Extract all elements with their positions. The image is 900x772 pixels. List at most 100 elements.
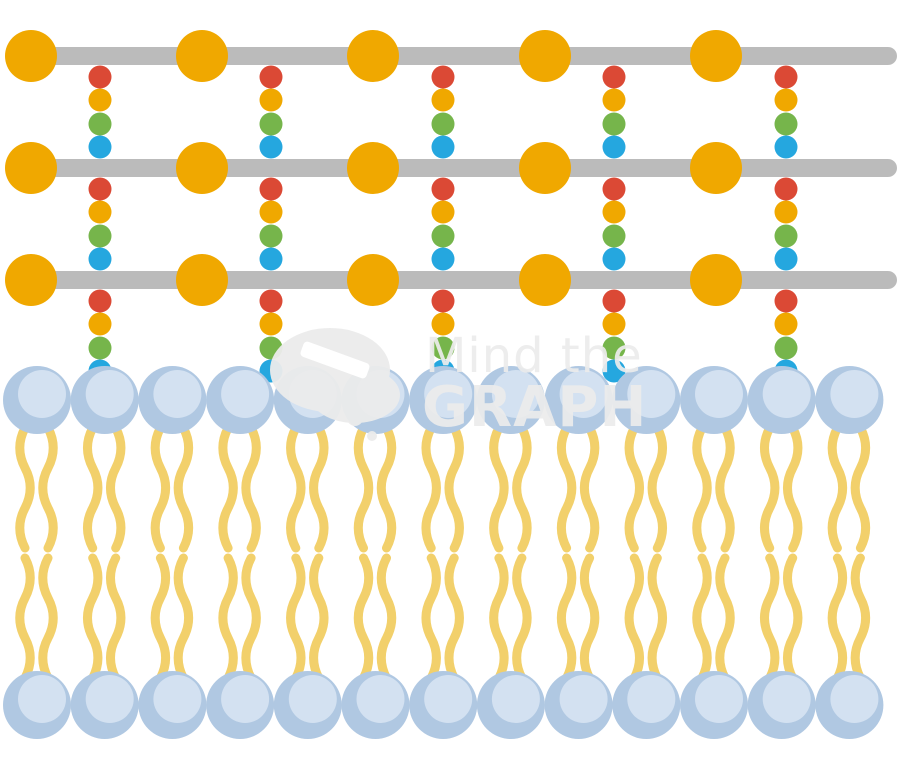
lipid-tail (692, 553, 712, 683)
lipid-tail (105, 423, 126, 553)
lipid-tail (286, 553, 306, 683)
lipid-tail (692, 423, 712, 553)
bead (431, 65, 455, 89)
bead (602, 65, 626, 89)
bead (259, 112, 283, 136)
bead (259, 224, 283, 248)
lipid-tail (309, 423, 329, 553)
lipid-tail (827, 423, 848, 553)
lipid-tail (150, 423, 171, 553)
lipid-tail (759, 423, 780, 553)
lipid-tail (353, 553, 374, 683)
lipid-tail (150, 553, 171, 683)
bead (602, 200, 626, 224)
lipid-tail (444, 553, 464, 683)
bead (602, 247, 626, 271)
bead (774, 224, 798, 248)
bead (602, 359, 626, 383)
lipid-tail (782, 423, 803, 553)
lipid-head-highlight (491, 675, 540, 723)
lipid-head-highlight (288, 675, 337, 723)
bead (602, 88, 626, 112)
bead (774, 177, 798, 201)
lipid-tail (286, 423, 306, 553)
bead (774, 289, 798, 313)
lipid-tail (353, 423, 374, 553)
watermark-line2: GRAPH (422, 375, 648, 440)
bead (602, 289, 626, 313)
bead (774, 312, 798, 336)
lipid-tail (624, 423, 645, 553)
lipid-head-highlight (356, 675, 405, 723)
bead (88, 312, 112, 336)
lipid-tail (376, 423, 397, 553)
bead (602, 135, 626, 159)
lipid-head-highlight (18, 675, 66, 723)
bead (88, 88, 112, 112)
lipid-tail (850, 553, 871, 683)
rail-node (176, 142, 228, 194)
rail-node (176, 30, 228, 82)
lipid-tail (647, 553, 668, 683)
lipid-head-highlight (627, 370, 676, 418)
lipid-head-highlight (830, 675, 879, 723)
lipid-tail (309, 553, 329, 683)
bead (602, 112, 626, 136)
lipid-tail (579, 423, 600, 553)
lipid-head-highlight (762, 370, 811, 418)
lipid-tail (759, 553, 780, 683)
rail-node (5, 30, 57, 82)
bead (259, 289, 283, 313)
bead (431, 336, 455, 360)
watermark-line1: Mind the (425, 328, 643, 384)
lipid-tail (579, 553, 600, 683)
lipid-tail (241, 423, 261, 553)
bead (774, 88, 798, 112)
bead (88, 200, 112, 224)
lipid-tail (421, 423, 441, 553)
lipid-head-highlight (424, 675, 473, 723)
lipid-head-highlight (85, 370, 134, 418)
lipid-tail (715, 553, 735, 683)
bead (259, 88, 283, 112)
bead (431, 200, 455, 224)
bead (88, 289, 112, 313)
rail-node (690, 30, 742, 82)
bead (88, 177, 112, 201)
bead (431, 224, 455, 248)
lipid-head-highlight (695, 370, 743, 418)
rail-node (5, 254, 57, 306)
rail-node (347, 142, 399, 194)
bead (259, 247, 283, 271)
lipid-tail (512, 553, 532, 683)
bead (774, 200, 798, 224)
bead (602, 312, 626, 336)
bead (259, 177, 283, 201)
lipid-head-highlight (627, 675, 676, 723)
lipid-tail (556, 423, 577, 553)
bead (431, 88, 455, 112)
bead (88, 65, 112, 89)
bead (602, 224, 626, 248)
lipid-tail (218, 423, 238, 553)
lipid-head-highlight (221, 370, 270, 418)
rail-node (347, 30, 399, 82)
rail-node (519, 30, 571, 82)
bead (774, 65, 798, 89)
rail-node (690, 142, 742, 194)
lipid-tail (421, 553, 441, 683)
lipid-tail (38, 423, 58, 553)
rail-node (690, 254, 742, 306)
bead (431, 112, 455, 136)
lipid-tail (15, 423, 35, 553)
bead (259, 312, 283, 336)
lipid-tail (444, 423, 464, 553)
lipid-tail (715, 423, 735, 553)
lipid-tail (218, 553, 238, 683)
lipid-tail (489, 423, 509, 553)
lipid-tail (624, 553, 645, 683)
bead (431, 247, 455, 271)
lipid-tail (556, 553, 577, 683)
